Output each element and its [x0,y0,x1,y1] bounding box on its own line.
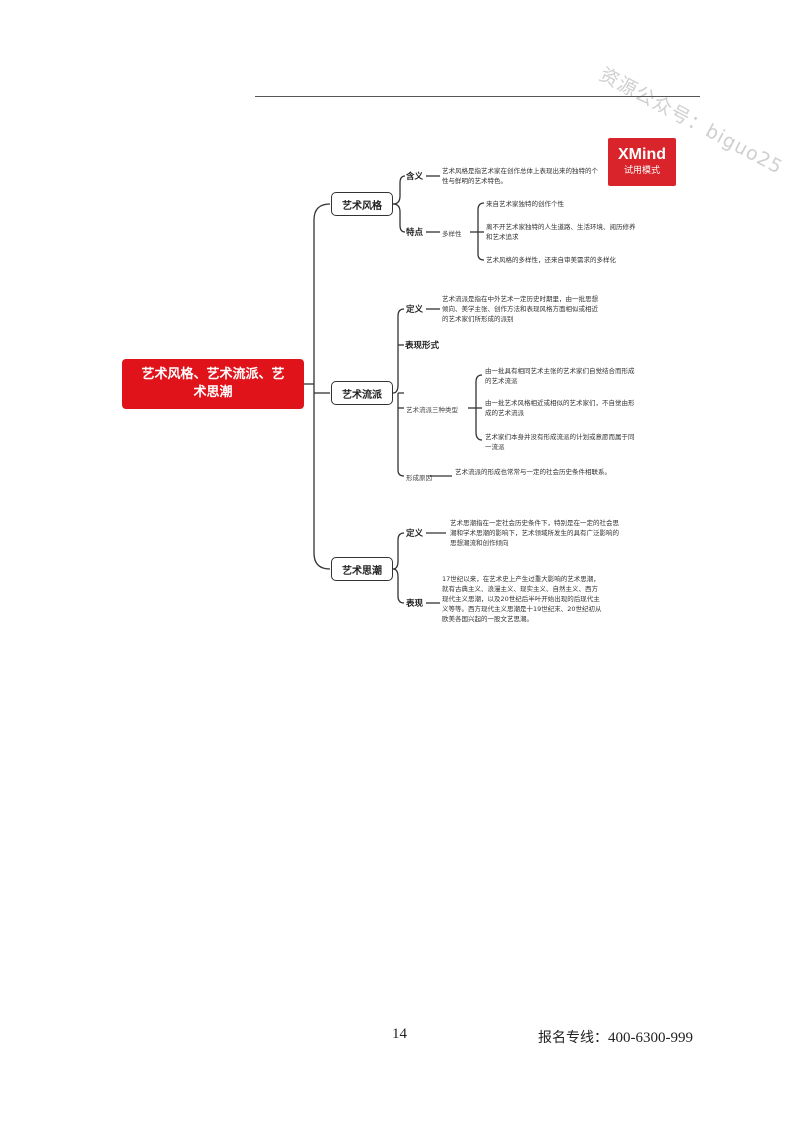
xmind-mode: 试用模式 [623,166,660,176]
branch-trend-label: 艺术思潮 [342,565,382,577]
connector-trend-exp [392,568,405,604]
school-form-item: 由一批具有相同艺术主张的艺术家们自觉结合而形成的艺术流派 [485,367,635,385]
page-number: 14 [392,1026,407,1042]
style-definition-label: 含义 [406,172,424,182]
branch-style: 艺术风格 [331,192,393,216]
school-form-item: 艺术家们本身并没有形成流派的计划或意愿而属于同一流派 [485,433,635,451]
branch-school-label: 艺术流派 [342,389,382,401]
style-features-sub: 多样性 [442,230,462,238]
branch-school: 艺术流派 [331,381,393,405]
trend-expression-text: 17世纪以来，在艺术史上产生过重大影响的艺术思潮，就有古典主义、浪漫主义、现实主… [442,575,602,623]
style-definition-text: 艺术风格是指艺术家在创作总体上表现出来的独特的个性与鲜明的艺术特色。 [442,167,598,185]
style-feature-item: 艺术风格的多样性，还来自审美需求的多样化 [486,256,616,264]
school-cause-text: 艺术流派的形成也常常与一定的社会历史条件相联系。 [455,468,611,476]
connector-trunk [313,203,331,570]
style-feature-item: 离不开艺术家独特的人生道路、生活环境、阅历修养和艺术追求 [486,223,636,241]
school-cause-label: 形成原因 [406,474,432,482]
hotline-label: 报名专线： [538,1030,608,1046]
branch-trend: 艺术思潮 [331,557,393,581]
root-topic-label: 艺术风格、艺术流派、艺术思潮 [141,367,285,400]
xmind-trial-badge: XMind 试用模式 [608,138,676,186]
connector-trend-def [392,532,405,570]
trend-definition-text: 艺术思潮指在一定社会历史条件下，特别是在一定的社会思潮和学术思潮的影响下，艺术领… [450,519,619,547]
school-forms-label: 表现形式 [405,341,440,351]
trend-definition-label: 定义 [406,529,424,539]
school-definition-label: 定义 [406,305,424,315]
trend-expression-label: 表现 [406,599,424,609]
style-features-label: 特点 [406,228,424,238]
school-forms-sub: 艺术流派三种类型 [406,406,458,414]
hotline-number: 400-6300-999 [608,1030,693,1046]
connector-school-cause [397,392,405,477]
connector-style-def [392,175,406,205]
school-form-item: 由一批艺术风格相近或相似的艺术家们，不自觉由形成的艺术流派 [485,399,635,417]
branch-style-label: 艺术风格 [342,200,382,212]
mindmap-connectors [304,175,485,604]
connector-school-def [392,308,405,394]
school-definition-text: 艺术流派是指在中外艺术一定历史时期里，由一批思想倾向、美学主张、创作方法和表现风… [442,295,598,323]
root-topic: 艺术风格、艺术流派、艺术思潮 [122,359,304,409]
registration-hotline: 报名专线：400-6300-999 [538,1027,693,1047]
xmind-brand: XMind [618,146,666,163]
header-rule [255,96,700,97]
connector-style-feat [392,203,406,233]
style-feature-item: 来自艺术家独特的创作个性 [486,200,564,208]
